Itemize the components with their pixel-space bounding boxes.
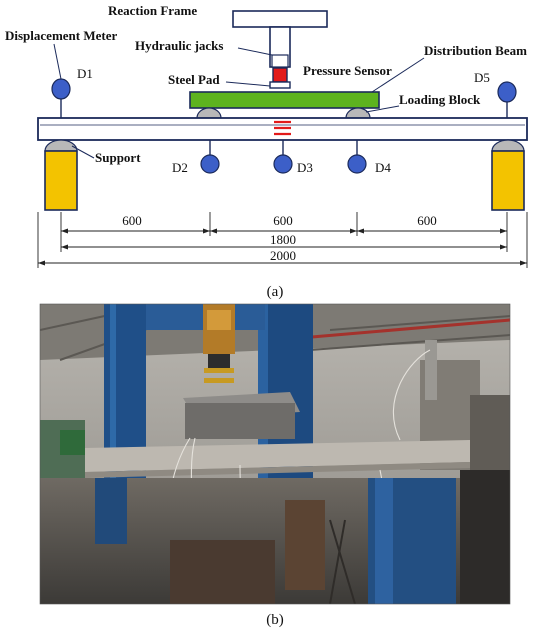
dimension-lines: [37, 212, 528, 268]
support-roller-right: [491, 139, 525, 152]
steel-pad-leader: [225, 81, 271, 87]
dimension-arrows: [38, 228, 527, 266]
loading-block-label: Loading Block: [399, 92, 481, 107]
steel-pad: [269, 81, 291, 89]
gauge-d5: D5: [474, 70, 517, 118]
loading-block-right: [345, 107, 371, 119]
caption-a: (a): [267, 284, 284, 300]
support-label: Support: [95, 150, 141, 165]
gauge-d1-label: D1: [77, 66, 93, 81]
dimension-support-span: 1800: [270, 232, 296, 247]
hydraulic-jacks-leader: [237, 47, 273, 56]
reaction-frame-label: Reaction Frame: [108, 3, 197, 18]
gauge-d1: D1: [51, 66, 93, 118]
test-setup-photo: [39, 303, 511, 605]
gauge-d5-icon: [497, 81, 517, 103]
pressure-sensor-label: Pressure Sensor: [303, 63, 392, 78]
displacement-meter-label: Displacement Meter: [5, 28, 117, 43]
pressure-sensor: [272, 67, 288, 83]
steel-pad-label: Steel Pad: [168, 72, 220, 87]
crack-marks: [274, 120, 291, 136]
support-roller-left: [44, 139, 78, 152]
distribution-beam: [189, 91, 380, 109]
support-block-left: [44, 150, 78, 211]
gauge-d3-label: D3: [297, 160, 313, 175]
gauge-d4: D4: [347, 140, 391, 175]
caption-b: (b): [266, 612, 284, 628]
gauge-d3: D3: [273, 140, 313, 175]
support-leader: [71, 145, 95, 159]
dimension-span3: 600: [417, 213, 437, 228]
hydraulic-jacks-label: Hydraulic jacks: [135, 38, 223, 53]
gauge-d2: D2: [172, 140, 220, 175]
gauge-d2-label: D2: [172, 160, 188, 175]
loading-block-left: [196, 107, 222, 119]
gauge-d3-icon: [273, 154, 293, 174]
distribution-beam-label: Distribution Beam: [424, 43, 527, 58]
gauge-d1-icon: [51, 78, 71, 100]
gauge-d4-icon: [347, 154, 367, 174]
schematic-diagram: Reaction Frame Hydraulic jacks Pressure …: [5, 3, 528, 268]
dimension-span2: 600: [273, 213, 293, 228]
jack-piston: [271, 54, 289, 68]
displacement-meter-leader: [53, 43, 62, 80]
gauge-d2-icon: [200, 154, 220, 174]
loading-block-leader: [365, 105, 400, 113]
dimension-span1: 600: [122, 213, 142, 228]
gauge-d5-label: D5: [474, 70, 490, 85]
distribution-beam-leader: [371, 57, 425, 93]
reaction-frame: [232, 10, 328, 28]
support-block-right: [491, 150, 525, 211]
gauge-d4-label: D4: [375, 160, 391, 175]
dimension-total-length: 2000: [270, 248, 296, 263]
